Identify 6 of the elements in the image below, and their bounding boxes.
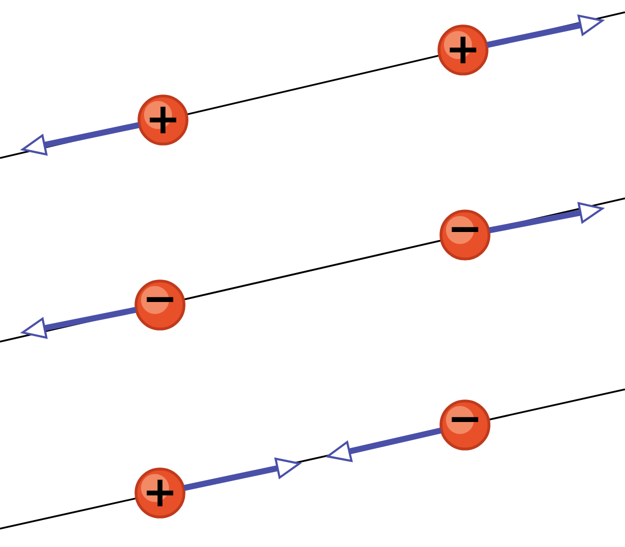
- charge: −: [440, 210, 490, 260]
- charge: +: [138, 94, 188, 146]
- charge: −: [440, 400, 490, 450]
- charge: −: [134, 280, 186, 330]
- charge: +: [438, 24, 488, 76]
- charge: +: [134, 468, 186, 518]
